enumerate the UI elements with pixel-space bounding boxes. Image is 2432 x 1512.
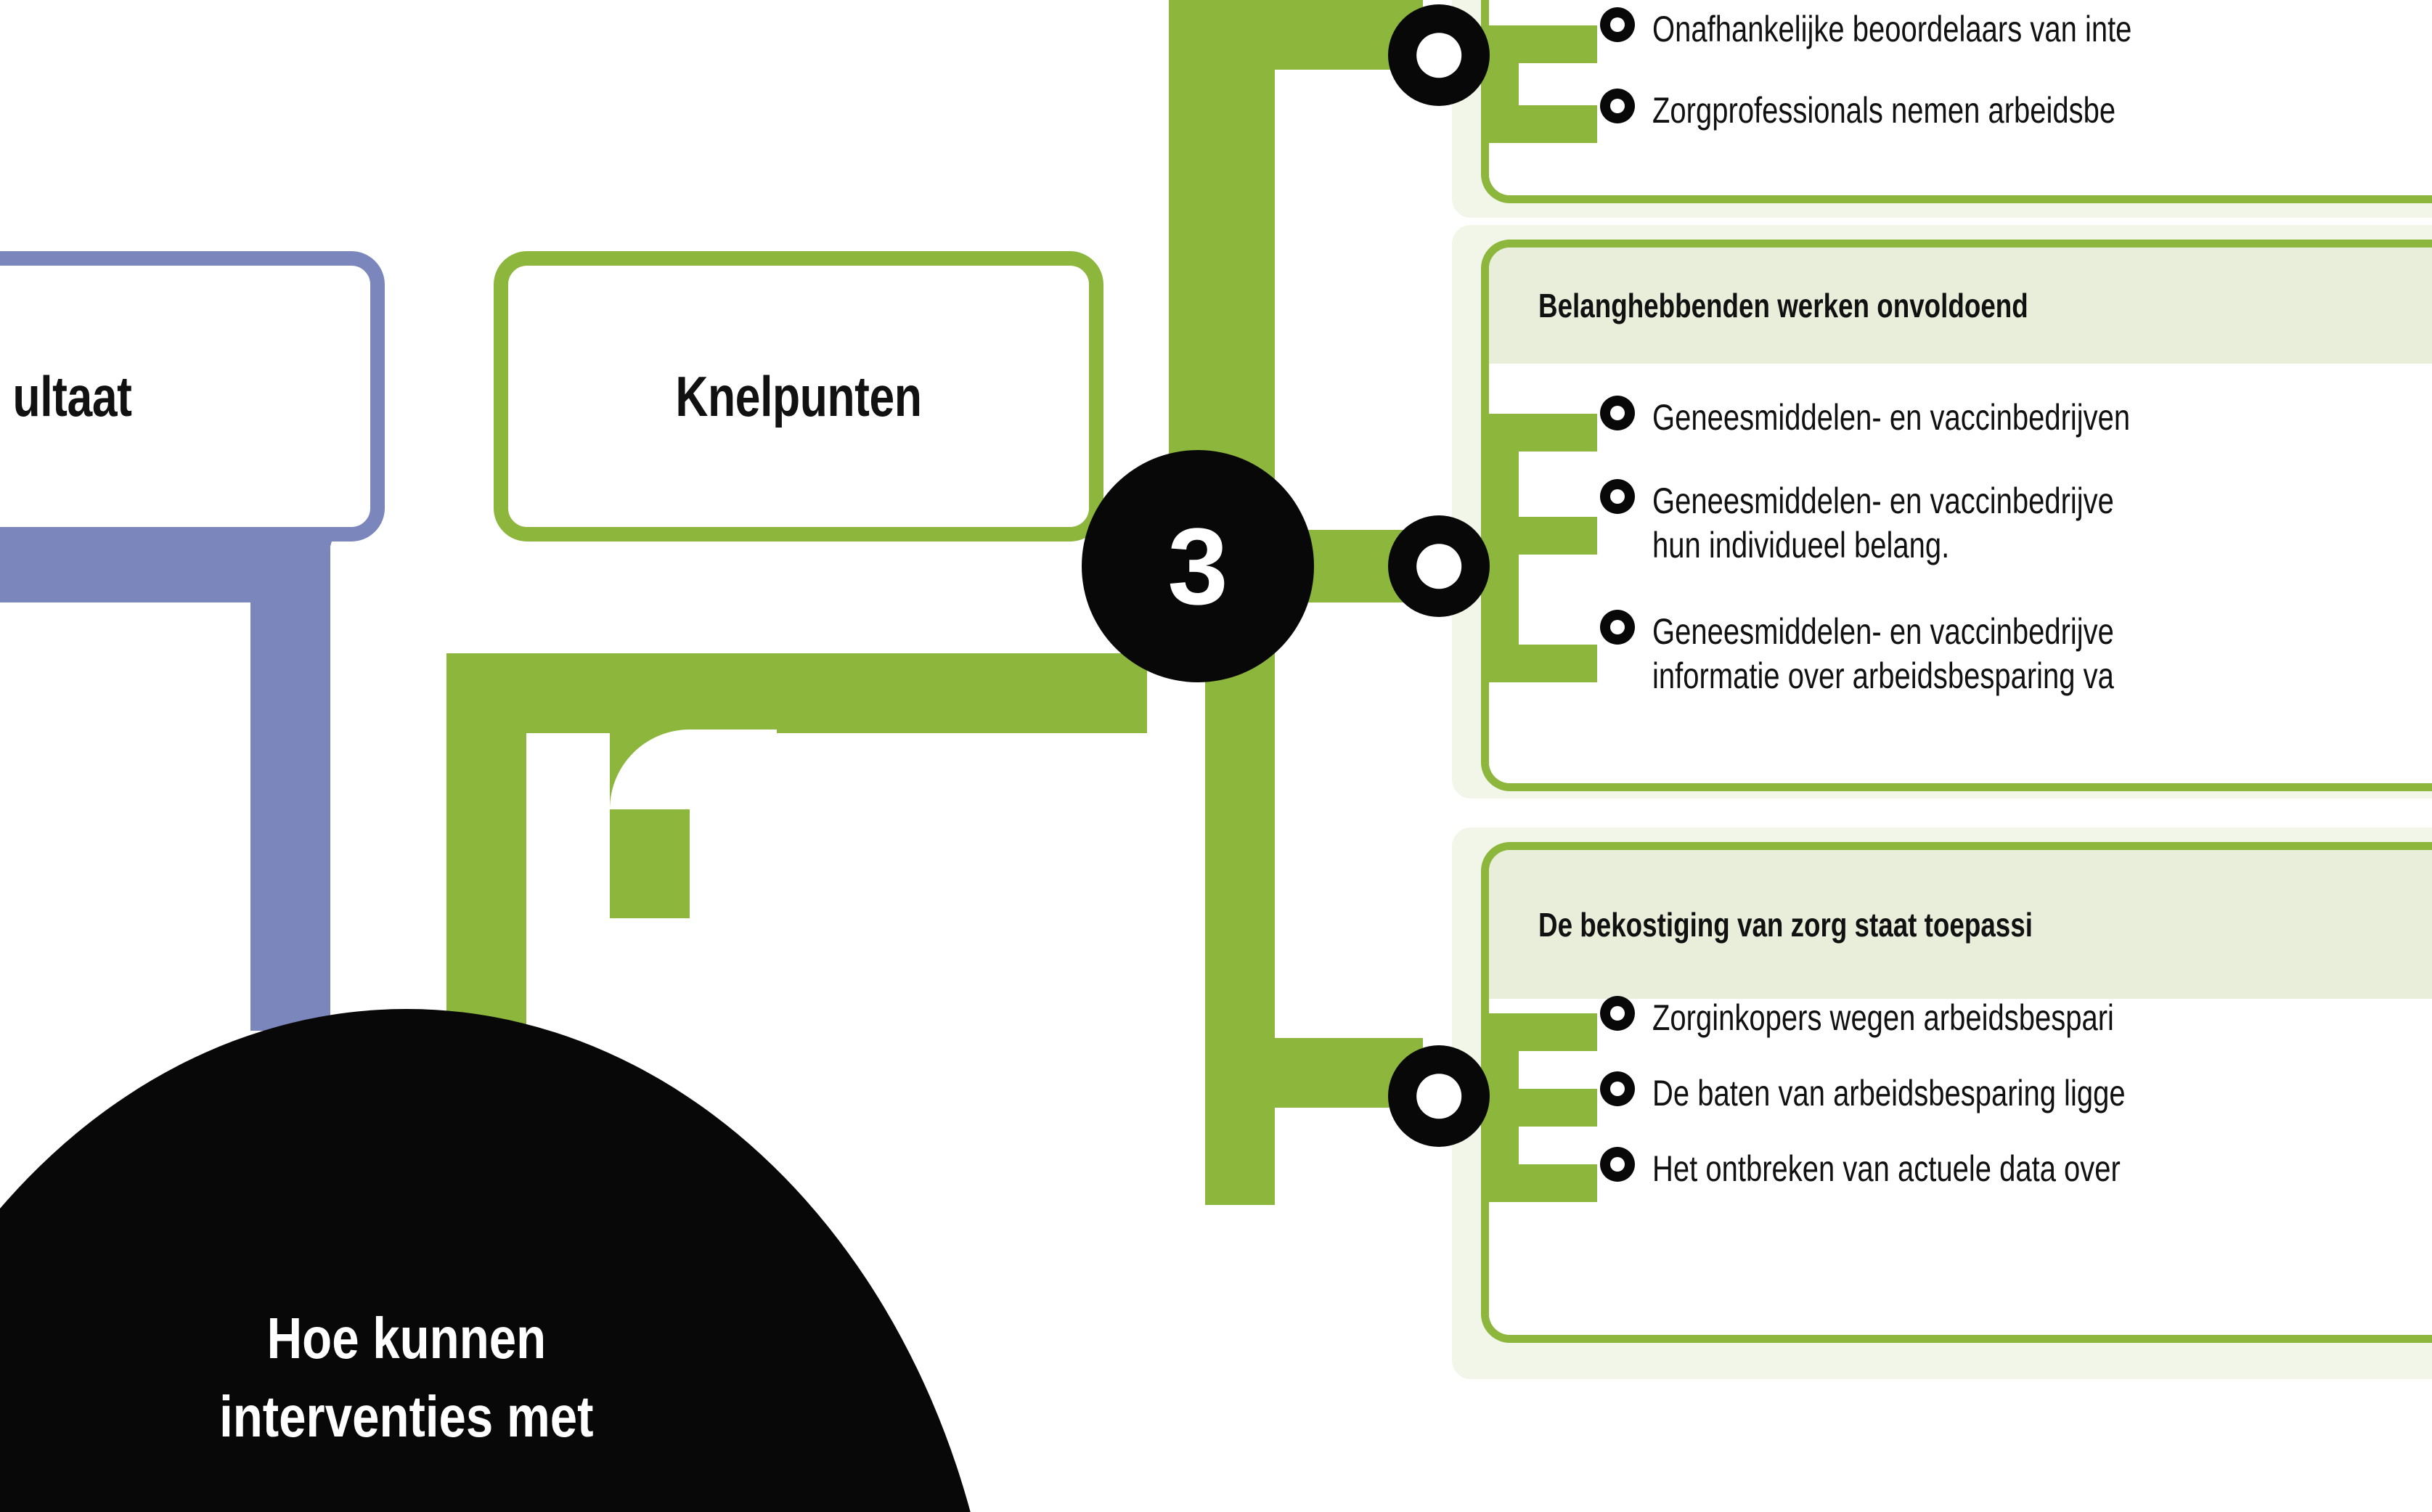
group-2-bullet-3-text: Geneesmiddelen- en vaccinbedrijve [1652,611,2114,652]
group-3-ring-node[interactable] [1388,1045,1490,1147]
bullet-dot-icon [1600,1071,1635,1106]
group-3-bullet-2-text: De baten van arbeidsbesparing ligge [1652,1073,2126,1113]
green-stub-g2-join [1481,414,1519,682]
group-1-bullet-2-text: Zorgprofessionals nemen arbeidsbe [1652,90,2116,131]
group-2-ring-node[interactable] [1388,515,1490,617]
group-2-bullet-3: Geneesmiddelen- en vaccinbedrijve inform… [1600,610,2229,698]
group-3-bullet-3: Het ontbreken van actuele data over [1600,1147,2237,1191]
group-3-card: De bekostiging van zorg staat toepassi [1481,842,2432,1343]
group-2-bullet-1: Geneesmiddelen- en vaccinbedrijven [1600,396,2250,440]
bullet-dot-icon [1600,89,1635,123]
bullet-dot-icon [1600,396,1635,430]
group-1-bullet-1-text: Onafhankelijke beoordelaars van inte [1652,9,2132,49]
group-1-card-body [1489,0,2432,195]
branch-number-label: 3 [1167,504,1228,627]
purple-trunk-vertical [250,523,330,1031]
group-2-card: Belanghebbenden werken onvoldoend [1481,240,2432,791]
group-3-bullet-1: Zorginkopers wegen arbeidsbespari [1600,996,2229,1040]
group-1-bullet-2: Zorgprofessionals nemen arbeidsbe [1600,89,2232,133]
group-2-card-body [1489,364,2432,783]
group-3-card-body [1489,999,2432,1335]
green-bar-to-badge [566,653,1147,733]
bullet-dot-icon [1600,7,1635,42]
group-3-card-header: De bekostiging van zorg staat toepassi [1489,850,2432,999]
group-2-card-header: Belanghebbenden werken onvoldoend [1489,248,2432,364]
group-2-bullet-2-text-line2: hun individueel belang. [1652,525,1950,565]
group-3-bullet-1-text: Zorginkopers wegen arbeidsbespari [1652,997,2114,1038]
green-branch-bottom-riser [1205,1038,1275,1108]
group-3-bullet-2: De baten van arbeidsbesparing ligge [1600,1071,2243,1116]
group-2-bullet-2-text: Geneesmiddelen- en vaccinbedrijve [1652,481,2114,521]
group-3-heading: De bekostiging van zorg staat toepassi [1538,905,2033,944]
node-knelpunten[interactable]: Knelpunten [494,251,1103,542]
bullet-dot-icon [1600,610,1635,645]
branch-number-badge[interactable]: 3 [1082,450,1314,682]
central-question-line-2: interventies met [219,1384,594,1449]
bullet-dot-icon [1600,996,1635,1031]
central-question-circle[interactable]: Hoe kunnen interventies met [0,1009,1002,1512]
green-branch-top [1205,0,1423,70]
node-resultaat[interactable]: ultaat [0,251,385,542]
group-3-bullet-3-text: Het ontbreken van actuele data over [1652,1148,2121,1189]
group-2-bullet-2: Geneesmiddelen- en vaccinbedrijve hun in… [1600,479,2229,568]
bullet-dot-icon [1600,479,1635,514]
group-1-card [1481,0,2432,203]
group-2-bullet-3-text-line2: informatie over arbeidsbesparing va [1652,655,2114,696]
group-1-bullet-1: Onafhankelijke beoordelaars van inte [1600,7,2252,52]
group-1-ring-node[interactable] [1388,4,1490,106]
green-corner-knelpunten [446,733,657,864]
node-resultaat-label: ultaat [12,364,133,428]
group-2-bullet-1-text: Geneesmiddelen- en vaccinbedrijven [1652,397,2131,438]
bullet-dot-icon [1600,1147,1635,1182]
node-knelpunten-label: Knelpunten [675,364,922,428]
group-2-heading: Belanghebbenden werken onvoldoend [1538,287,2028,324]
central-question-line-1: Hoe kunnen [266,1306,547,1370]
